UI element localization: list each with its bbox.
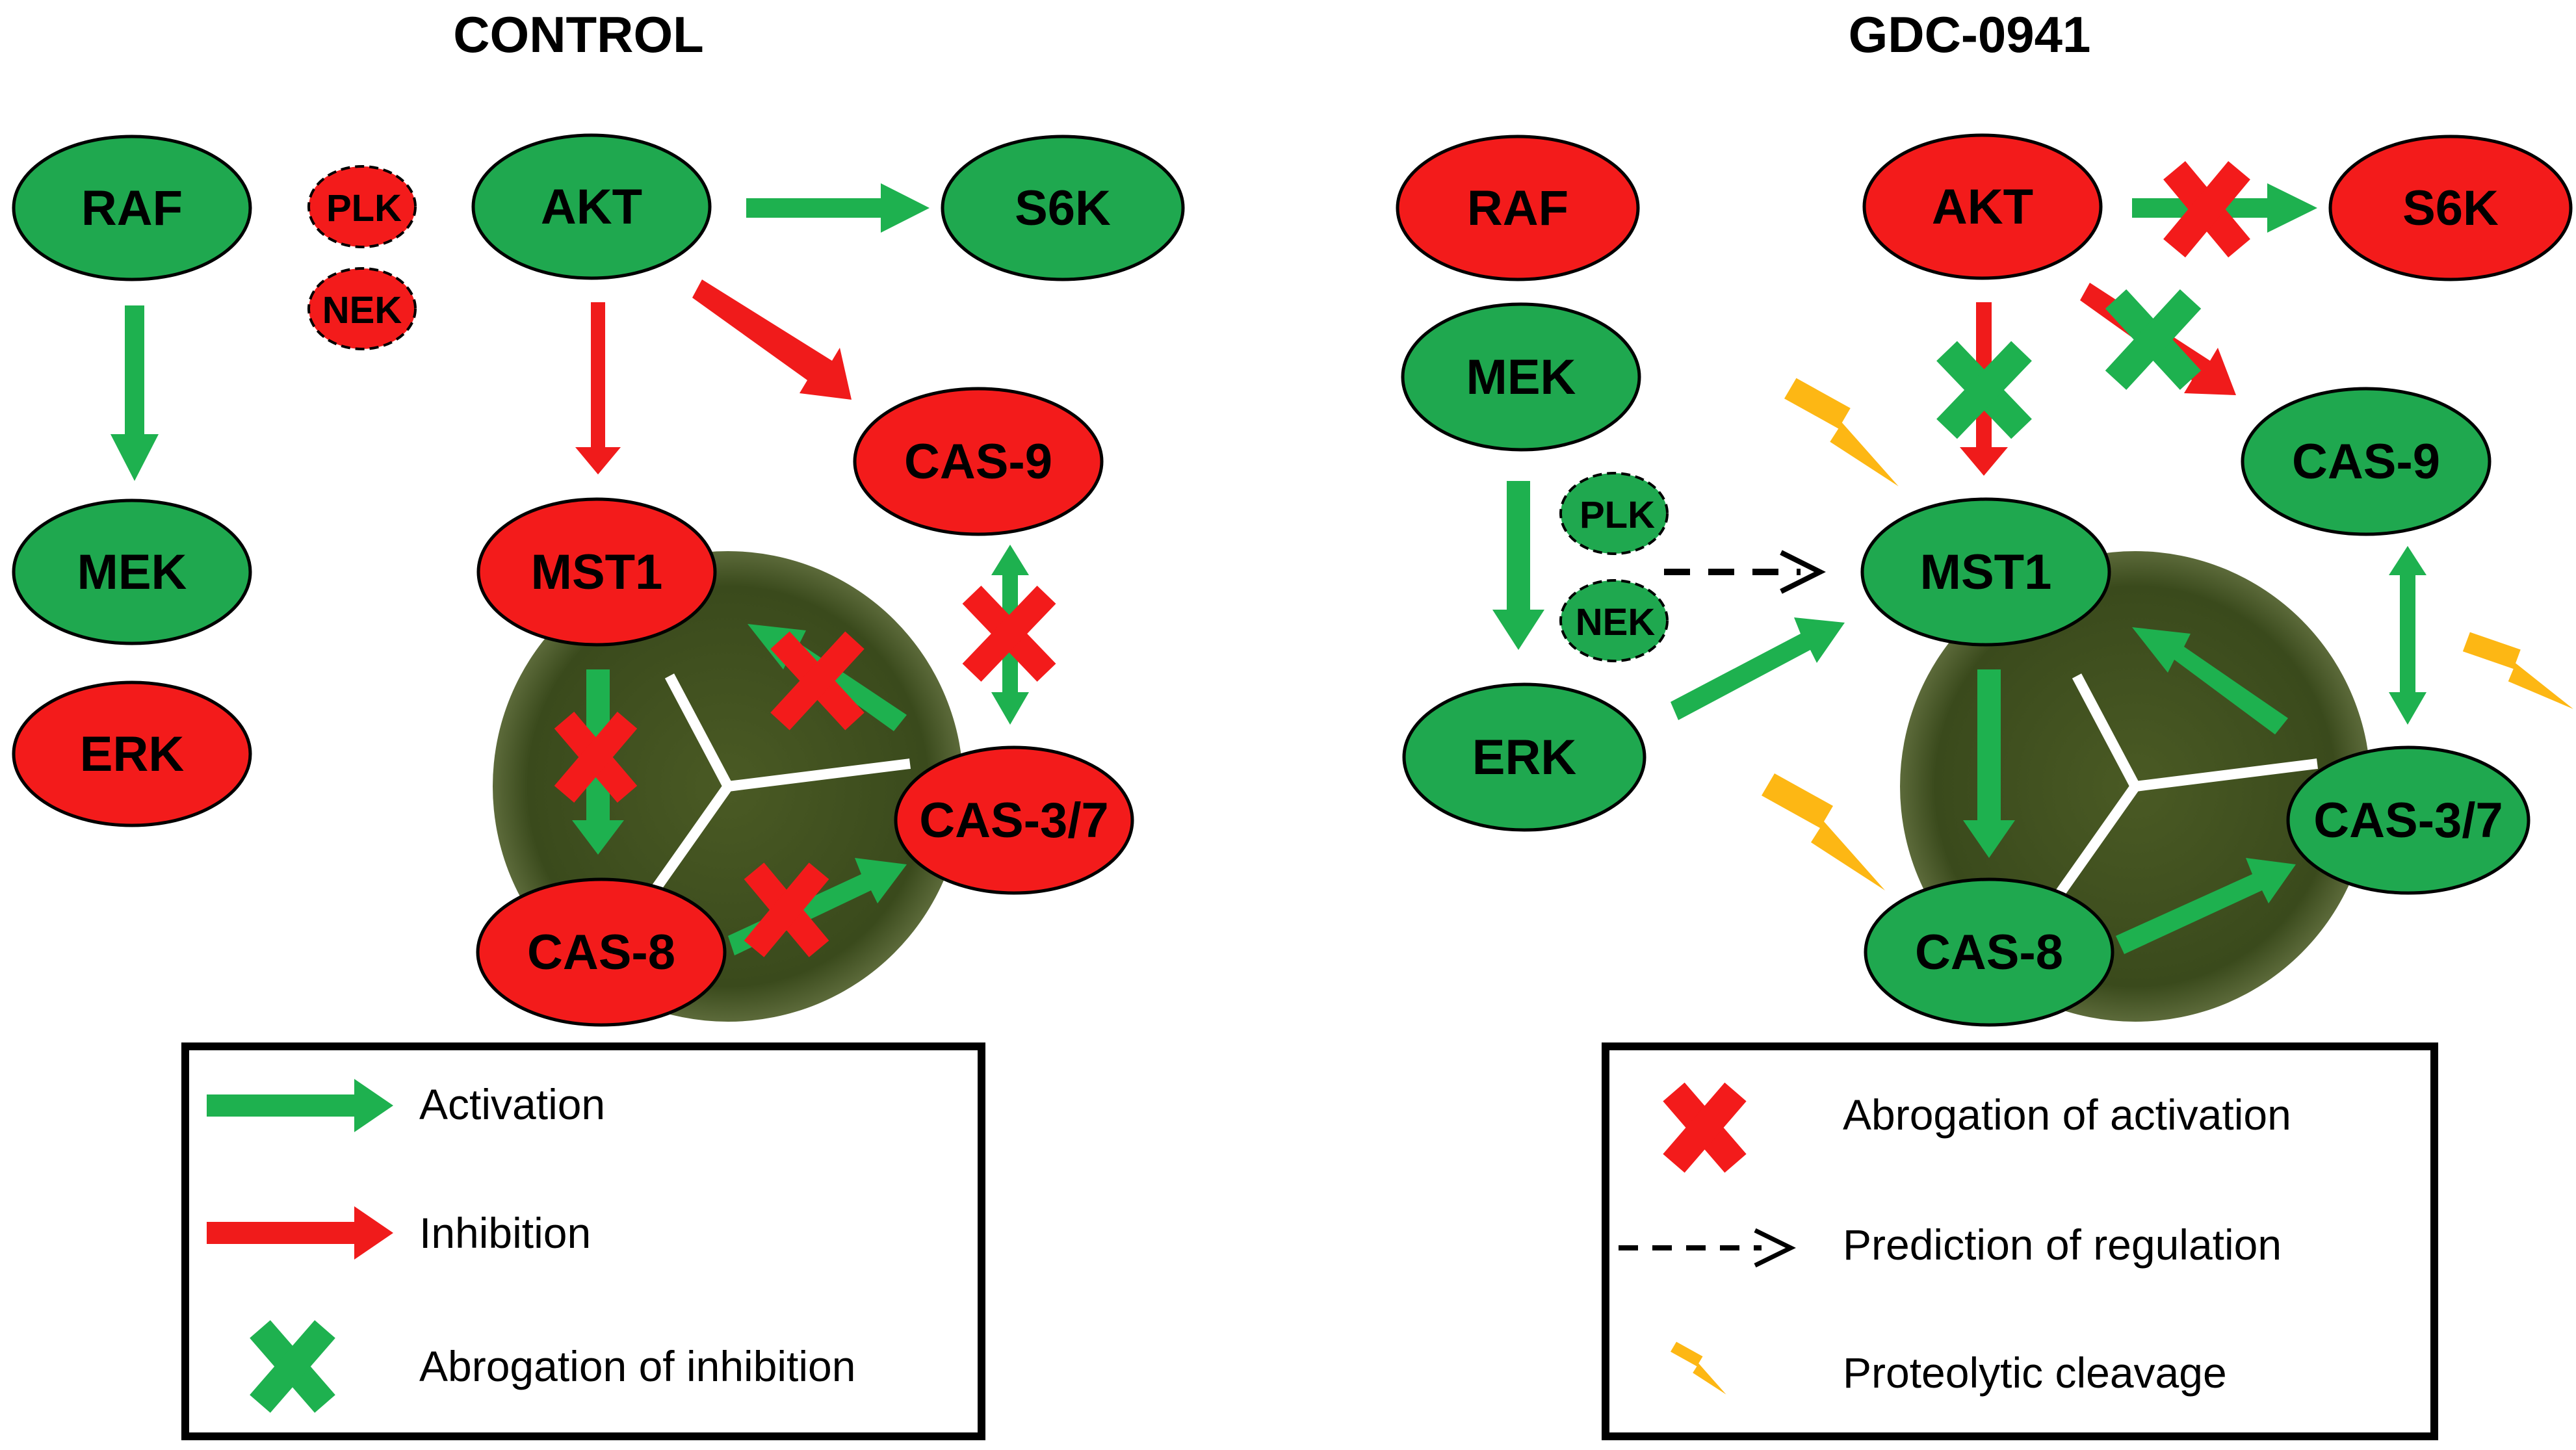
node-s6k: S6K [2328, 135, 2573, 281]
node-plk: PLK [307, 165, 417, 248]
svg-text:RAF: RAF [81, 181, 183, 236]
cross-green-akt-cas9 [2105, 289, 2202, 390]
svg-text:CAS-9: CAS-9 [2292, 434, 2440, 489]
svg-text:MST1: MST1 [531, 545, 663, 600]
arrow-mst1-cas8 [1963, 669, 2015, 858]
gdc-title: GDC-0941 [1849, 6, 2091, 63]
cross-green-akt-mst1 [1936, 341, 2032, 439]
svg-text:S6K: S6K [2402, 181, 2499, 236]
svg-text:NEK: NEK [1576, 601, 1656, 643]
legend-green-cross-icon [250, 1320, 335, 1413]
legend-abrogation-inhibition-label: Abrogation of inhibition [419, 1342, 855, 1390]
control-title: CONTROL [453, 6, 704, 63]
svg-text:NEK: NEK [322, 289, 402, 331]
gdc-panel: GDC-0941 [1396, 6, 2573, 1440]
cross-cas9-cas37 [962, 586, 1056, 682]
cross-cas37-mst1 [770, 631, 865, 731]
node-plk: PLK [1559, 472, 1669, 555]
node-erk: ERK [12, 680, 252, 827]
node-cas9: CAS-9 [853, 387, 1104, 536]
lightning-cas8-icon [1762, 773, 1885, 890]
svg-text:MEK: MEK [1466, 350, 1576, 405]
arrow-cas9-cas37 [2389, 546, 2426, 725]
control-legend: Activation Inhibition Abrogation of inhi… [181, 1042, 985, 1440]
svg-text:AKT: AKT [1932, 179, 2033, 235]
svg-text:CAS-8: CAS-8 [527, 925, 675, 980]
svg-text:ERK: ERK [1472, 730, 1577, 785]
legend-inhibition-arrow-icon [207, 1206, 393, 1260]
svg-text:CAS-3/7: CAS-3/7 [919, 793, 1108, 848]
dashed-arrow-plk-nek-mst1 [1664, 550, 1826, 594]
legend-red-cross-icon [1663, 1082, 1747, 1173]
arrow-akt-s6k [746, 183, 930, 233]
node-mst1: MST1 [1860, 497, 2111, 647]
node-cas8: CAS-8 [476, 877, 727, 1027]
svg-text:CAS-8: CAS-8 [1915, 925, 2063, 980]
node-mek: MEK [1401, 302, 1641, 452]
arrow-raf-mek [111, 305, 159, 481]
node-akt: AKT [1862, 133, 2103, 280]
node-mst1: MST1 [476, 497, 717, 647]
svg-text:PLK: PLK [326, 187, 402, 229]
node-cas37: CAS-3/7 [894, 745, 1134, 895]
node-erk: ERK [1402, 682, 1646, 832]
arrow-akt-mst1 [575, 302, 621, 474]
legend-prediction-label: Prediction of regulation [1843, 1221, 2282, 1269]
lightning-cas37-icon [2460, 617, 2573, 727]
control-panel: CONTROL [12, 6, 1185, 1440]
node-s6k: S6K [941, 135, 1185, 281]
legend-activation-label: Activation [419, 1080, 605, 1128]
svg-text:S6K: S6K [1015, 181, 1111, 236]
gdc-legend: Abrogation of activation Prediction of r… [1602, 1042, 2438, 1440]
node-raf: RAF [1396, 135, 1640, 281]
node-cas9: CAS-9 [2241, 387, 2491, 536]
svg-text:PLK: PLK [1580, 494, 1655, 536]
node-mek: MEK [12, 498, 252, 645]
cross-cas8-cas37 [744, 862, 829, 957]
legend-activation-arrow-icon [207, 1079, 393, 1132]
svg-text:ERK: ERK [80, 727, 185, 782]
node-akt: AKT [471, 133, 712, 280]
cross-red-akt-s6k [2163, 161, 2250, 258]
svg-text:RAF: RAF [1467, 181, 1568, 236]
svg-text:MEK: MEK [77, 545, 187, 600]
arrow-erk-mst1 [1671, 617, 1845, 720]
svg-text:CAS-3/7: CAS-3/7 [2313, 793, 2503, 848]
svg-text:AKT: AKT [541, 179, 642, 235]
node-cas37: CAS-3/7 [2286, 745, 2530, 895]
node-cas8: CAS-8 [1864, 877, 2114, 1027]
arrow-cas37-mst1 [2132, 627, 2288, 734]
cross-mst1-cas8 [554, 712, 638, 803]
svg-text:CAS-9: CAS-9 [904, 434, 1052, 489]
legend-abrogation-activation-label: Abrogation of activation [1843, 1091, 2291, 1139]
svg-text:MST1: MST1 [1920, 545, 2052, 600]
arrow-akt-cas9 [692, 279, 852, 400]
lightning-mst1-icon [1784, 378, 1899, 487]
legend-dashed-arrow-icon [1619, 1228, 1796, 1268]
node-raf: RAF [12, 135, 252, 281]
legend-cleavage-label: Proteolytic cleavage [1843, 1349, 2227, 1397]
arrow-cas8-cas37 [2116, 858, 2296, 954]
arrow-mek-erk [1492, 481, 1544, 650]
node-nek: NEK [307, 267, 417, 350]
legend-inhibition-label: Inhibition [419, 1209, 591, 1257]
node-nek: NEK [1559, 579, 1669, 662]
